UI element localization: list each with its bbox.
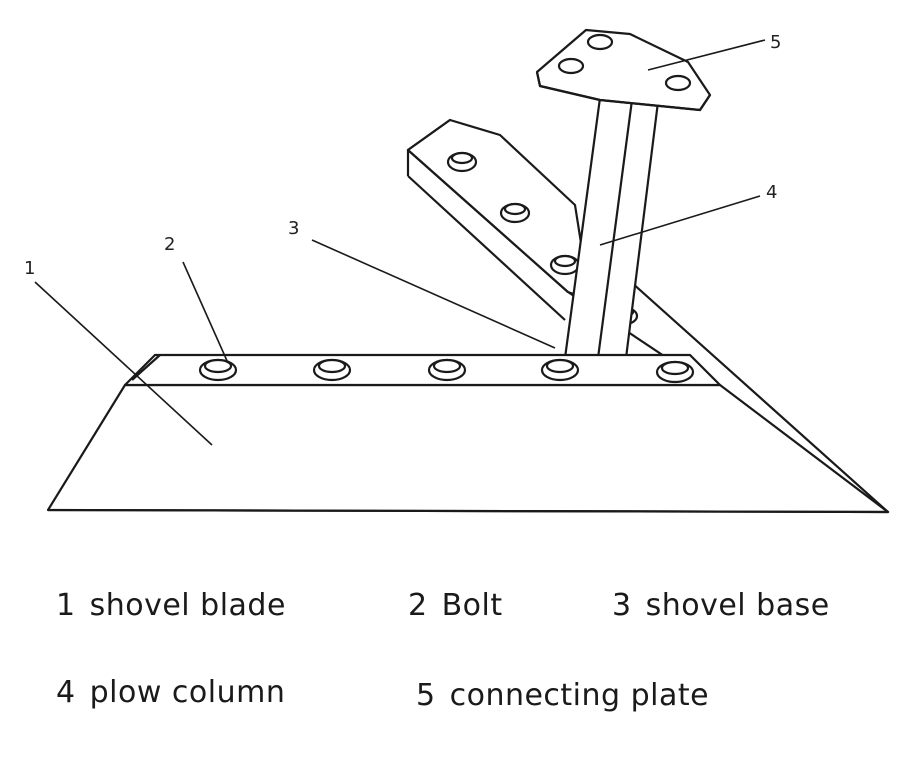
plate-bolts [557,33,692,92]
callout-2: 2 [164,234,175,255]
leader-1 [34,281,213,446]
legend-label: connecting plate [449,678,710,713]
callout-5: 5 [770,32,781,53]
legend-item-connecting-plate: 5 connecting plate [416,678,709,713]
legend-number: 4 [56,675,76,710]
callout-1: 1 [24,258,35,279]
legend-item-bolt: 2 Bolt [408,588,503,623]
legend-label: shovel blade [89,588,286,623]
callout-3: 3 [288,218,299,239]
legend-number: 1 [56,588,76,623]
leader-3 [311,239,556,349]
legend-number: 2 [408,588,428,623]
legend-number: 5 [416,678,436,713]
legend-item-shovel-base: 3 shovel base [612,588,830,623]
blade-bolts [198,358,695,384]
legend-label: plow column [89,675,286,710]
leader-4 [599,195,761,246]
leader-2 [182,261,229,364]
leader-5 [647,39,766,71]
callout-4: 4 [766,182,777,203]
legend-item-plow-column: 4 plow column [56,675,285,710]
legend-label: shovel base [645,588,830,623]
legend-number: 3 [612,588,632,623]
legend-label: Bolt [441,588,503,623]
legend-item-shovel-blade: 1 shovel blade [56,588,286,623]
